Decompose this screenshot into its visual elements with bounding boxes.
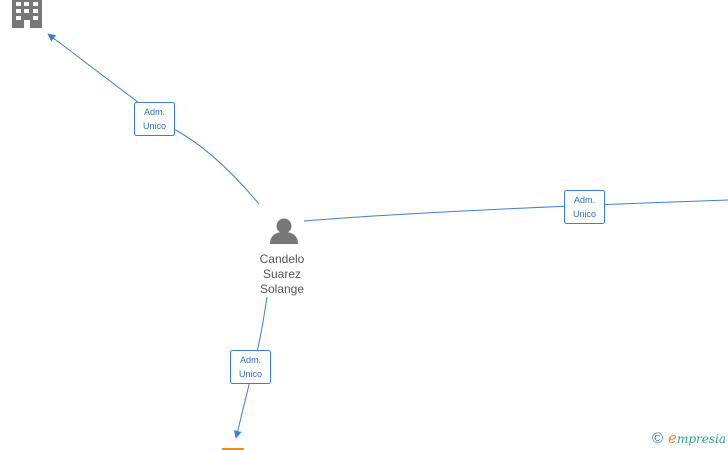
edge-person-to-company-right	[303, 199, 728, 222]
brand-logo: empresia	[668, 429, 726, 447]
person-name-line-1: Candelo	[259, 252, 305, 266]
edge-label-bottom-line1: Adm.	[240, 355, 261, 365]
edge-label-top-left: Adm. Unico	[134, 102, 175, 136]
brand-name-rest: mpresia	[676, 432, 726, 446]
edge-label-top-left-line1: Adm.	[144, 107, 165, 117]
edge-label-right-line1: Adm.	[574, 195, 595, 205]
edge-label-top-left-line2: Unico	[143, 121, 166, 131]
edge-label-right-line2: Unico	[573, 209, 596, 219]
brand-initial: e	[668, 429, 677, 447]
person-node[interactable]	[270, 218, 298, 245]
copyright-icon: ©	[651, 430, 664, 447]
edge-label-right: Adm. Unico	[564, 190, 605, 224]
person-name-label[interactable]: Candelo Suarez Solange	[246, 252, 318, 297]
company-node-bottom-partial[interactable]	[222, 448, 244, 450]
company-node-top-left[interactable]	[12, 0, 42, 28]
edge-label-bottom-line2: Unico	[239, 369, 262, 379]
brand-watermark: © empresia	[651, 429, 726, 447]
person-name-line-3: Solange	[259, 282, 305, 296]
edge-label-bottom: Adm. Unico	[230, 350, 271, 384]
building-icon	[12, 0, 42, 28]
person-icon	[270, 218, 298, 244]
person-name-line-2: Suarez	[262, 267, 302, 281]
